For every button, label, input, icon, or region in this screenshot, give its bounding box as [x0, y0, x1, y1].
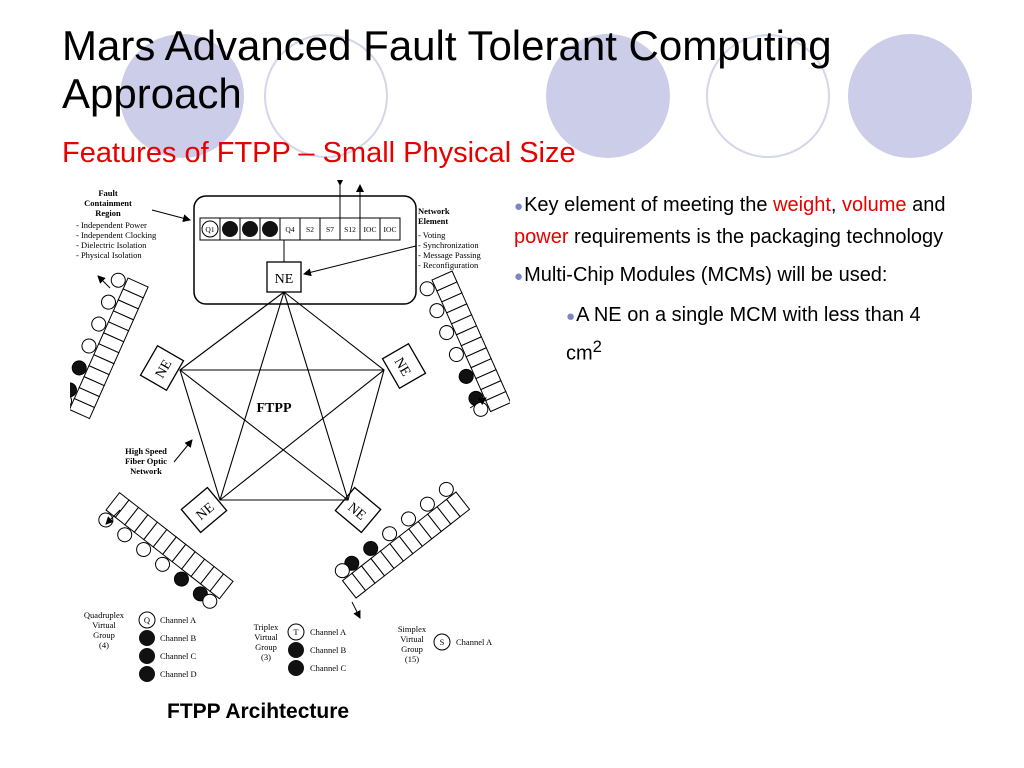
bullet-text: and: [906, 194, 946, 216]
bullet-highlight: volume: [842, 194, 907, 216]
fault-region-item: - Physical Isolation: [76, 250, 142, 260]
top-cell-label: S12: [344, 225, 356, 234]
legend-channel: Channel A: [310, 627, 347, 637]
decor-circle-2: [264, 34, 388, 158]
network-element-label: Network Element - Voting - Synchronizati…: [418, 206, 482, 270]
fiber-network-label: High Speed Fiber Optic Network: [125, 446, 167, 476]
legend-quad-line: Group: [93, 630, 115, 640]
superscript: 2: [592, 337, 602, 356]
fault-region-label: Fault Containment Region - Independent P…: [76, 188, 157, 260]
network-element-item: - Message Passing: [418, 250, 482, 260]
legend-triplex-line: Group: [255, 642, 277, 652]
fault-region-item: - Independent Clocking: [76, 230, 157, 240]
ne-box-top: [266, 261, 302, 293]
legend-simplex-line: Virtual: [400, 634, 424, 644]
bullet-text: A NE on a single MCM with less than 4 cm: [566, 304, 921, 365]
ne-box-right: [381, 343, 427, 389]
top-processor-cells: Q1 Q4 S2 S7 S12 IOC IOC: [199, 217, 401, 241]
ne-box-bottom-right: [334, 486, 382, 534]
legend-channel: Channel D: [160, 669, 197, 679]
slide-title: Mars Advanced Fault Tolerant Computing A…: [62, 22, 832, 117]
legend-triplex-line: Virtual: [254, 632, 278, 642]
left-channel-strip: [70, 270, 150, 420]
network-element-item: - Voting: [418, 230, 446, 240]
bullet-item: ●Key element of meeting the weight, volu…: [514, 190, 954, 252]
bullet-text: requirements is the packaging technology: [568, 226, 944, 248]
top-cell-label: S7: [326, 225, 334, 234]
decor-circle-5: [848, 34, 972, 158]
legend-quad-symbol: Q: [144, 615, 150, 625]
bullet-text: Multi-Chip Modules (MCMs) will be used:: [524, 264, 888, 286]
network-element-title: Network: [418, 206, 450, 216]
network-element-item: - Synchronization: [418, 240, 479, 250]
legend-quad-line: (4): [99, 640, 109, 650]
decor-circle-4: [706, 34, 830, 158]
legend-quad-line: Virtual: [92, 620, 116, 630]
fault-region-title: Containment: [84, 198, 132, 208]
legend-simplex: Simplex Virtual Group (15) S Channel A: [398, 624, 493, 664]
ftpp-center-label: FTPP: [257, 401, 292, 416]
legend-channel: Channel A: [456, 637, 493, 647]
bullet-highlight: weight: [773, 194, 831, 216]
legend-triplex-line: (3): [261, 652, 271, 662]
legend-channel: Channel B: [160, 633, 196, 643]
legend-quad-line: Quadruplex: [84, 610, 125, 620]
ne-box-left: [139, 345, 185, 391]
legend-triplex: Triplex Virtual Group (3) T Channel A Ch…: [254, 622, 347, 676]
fault-region-item: - Independent Power: [76, 220, 147, 230]
fault-region-title: Fault: [98, 188, 118, 198]
network-element-item: - Reconfiguration: [418, 260, 479, 270]
bullet-item: ●Multi-Chip Modules (MCMs) will be used:: [514, 260, 954, 292]
fiber-label-line: Fiber Optic: [125, 456, 167, 466]
decor-circle-1: [120, 34, 244, 158]
top-cell-label: IOC: [364, 225, 377, 234]
sub-bullet-item: ●A NE on a single MCM with less than 4 c…: [566, 300, 954, 369]
fiber-label-line: Network: [130, 466, 162, 476]
legend-channel: Channel C: [160, 651, 196, 661]
bullet-highlight: power: [514, 226, 569, 248]
legend-quadruplex: Quadruplex Virtual Group (4) Q Channel A…: [84, 610, 197, 682]
legend-channel: Channel B: [310, 645, 346, 655]
bullet-marker-icon: ●: [566, 308, 576, 325]
bullet-list: ●Key element of meeting the weight, volu…: [514, 190, 954, 369]
fault-region-item: - Dielectric Isolation: [76, 240, 147, 250]
legend-simplex-line: Group: [401, 644, 423, 654]
fiber-interconnect: [179, 291, 385, 501]
top-cell-label: S2: [306, 225, 314, 234]
legend-triplex-line: Triplex: [254, 622, 279, 632]
ftpp-architecture-diagram: NE: [70, 180, 510, 682]
legend-channel: Channel A: [160, 615, 197, 625]
right-channel-strip: [417, 269, 510, 420]
top-region-box: [193, 195, 417, 305]
fiber-label-line: High Speed: [125, 446, 167, 456]
legend-triplex-symbol: T: [293, 627, 299, 637]
legend-simplex-line: (15): [405, 654, 419, 664]
top-cell-label: Q1: [205, 225, 214, 234]
top-cell-label: Q4: [285, 225, 294, 234]
diagram-caption: FTPP Arcihtecture: [167, 700, 350, 723]
decor-circle-3: [546, 34, 670, 158]
slide-subtitle: Features of FTPP – Small Physical Size: [62, 137, 576, 169]
fault-region-title: Region: [95, 208, 121, 218]
legend-simplex-line: Simplex: [398, 624, 427, 634]
bullet-text: ,: [830, 194, 843, 216]
legend-channel: Channel C: [310, 663, 346, 673]
legend-simplex-symbol: S: [440, 637, 445, 647]
network-element-title: Element: [418, 216, 448, 226]
bullet-text: Key element of meeting the: [524, 194, 774, 216]
bullet-marker-icon: ●: [514, 198, 524, 215]
top-cell-label: IOC: [384, 225, 397, 234]
bullet-marker-icon: ●: [514, 268, 524, 285]
ne-box-bottom-left: [180, 486, 228, 534]
